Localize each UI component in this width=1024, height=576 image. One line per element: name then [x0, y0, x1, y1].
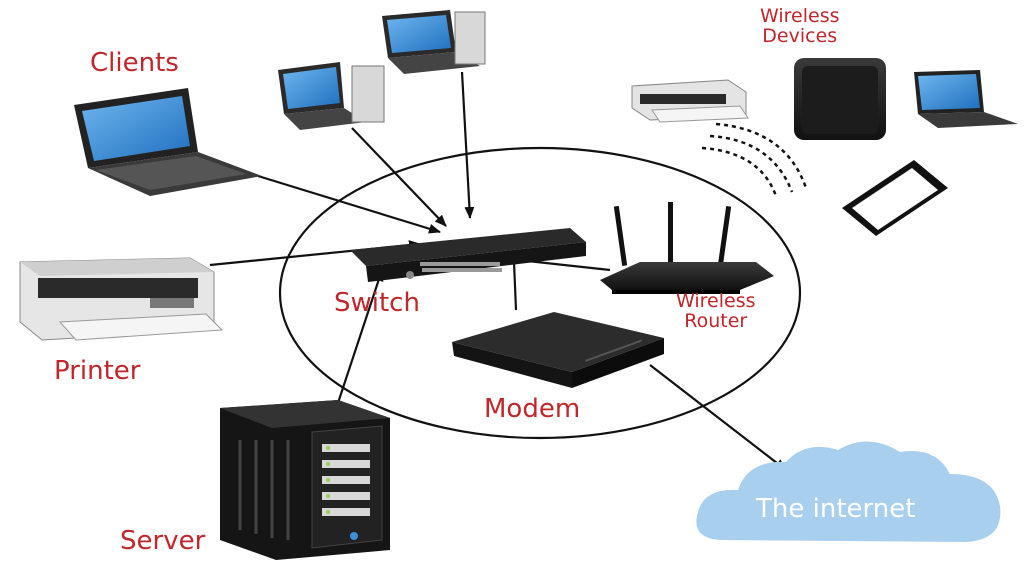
wireless-devices-label-line1: Wireless [760, 5, 840, 27]
line-modem-to-internet [649, 364, 787, 471]
server-label: Server [120, 526, 206, 556]
laptop-icon [278, 62, 385, 130]
laptop-icon [914, 70, 1018, 128]
switch-label: Switch [334, 288, 420, 318]
line-laptop-top-to-switch [460, 71, 475, 219]
printer-label: Printer [54, 356, 141, 386]
laptop-icon [74, 88, 262, 196]
printer-icon [631, 79, 749, 123]
router-icon [600, 202, 774, 294]
printer-icon [19, 257, 224, 341]
server-icon [220, 400, 390, 560]
line-server-to-switch [324, 269, 384, 431]
wireless-router-label-line1: Wireless [676, 290, 756, 312]
line-laptop-mid-to-switch [351, 127, 447, 227]
clients-label: Clients [90, 48, 179, 78]
phone-icon [842, 160, 948, 236]
line-laptop-left-to-switch [257, 174, 441, 234]
internet-label: The internet [756, 494, 916, 524]
wireless-devices-label: Wireless Devices [760, 5, 840, 47]
cloud-icon [696, 441, 1001, 542]
network-boundary-ellipse [278, 146, 802, 440]
line-switch-to-modem [512, 261, 518, 311]
wireless-router-label: Wireless Router [676, 290, 756, 332]
speaker-icon [794, 58, 886, 140]
wireless-router-label-line2: Router [684, 309, 748, 332]
laptop-icon [382, 10, 486, 74]
switch-icon [350, 228, 586, 282]
modem-icon [452, 312, 664, 388]
wifi-signal-icon [701, 122, 808, 197]
modem-label: Modem [484, 394, 581, 424]
wireless-devices-label-line2: Devices [762, 24, 838, 47]
